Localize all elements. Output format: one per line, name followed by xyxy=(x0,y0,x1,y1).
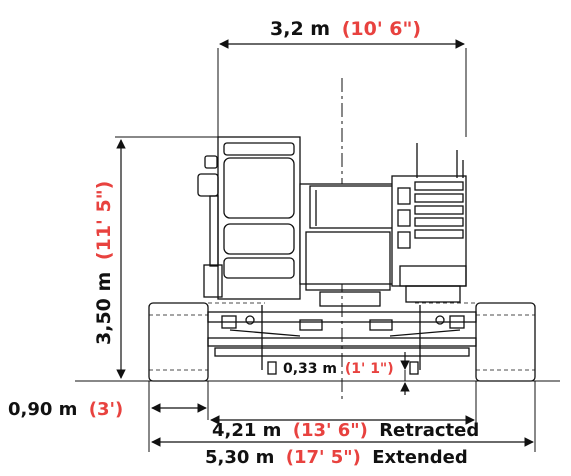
top-width-label: 3,2 m (10' 6") xyxy=(270,18,421,40)
retracted-label: 4,21 m (13' 6") Retracted xyxy=(212,420,479,441)
undercarriage xyxy=(207,305,477,375)
machine-drawing xyxy=(75,48,560,452)
ground-clearance-label: 0,33 m (1' 1") xyxy=(283,361,394,377)
left-track xyxy=(148,302,265,382)
right-track xyxy=(415,302,536,382)
extended-label: 5,30 m (17' 5") Extended xyxy=(205,447,468,468)
dimension-arrows xyxy=(116,39,534,447)
upper-structure xyxy=(197,136,467,307)
dimension-labels: 3,2 m (10' 6") 3,50 m (11' 5") 0,33 m (1… xyxy=(8,18,479,468)
track-width-label: 0,90 m (3') xyxy=(8,399,123,420)
height-label: 3,50 m (11' 5") xyxy=(93,181,115,345)
